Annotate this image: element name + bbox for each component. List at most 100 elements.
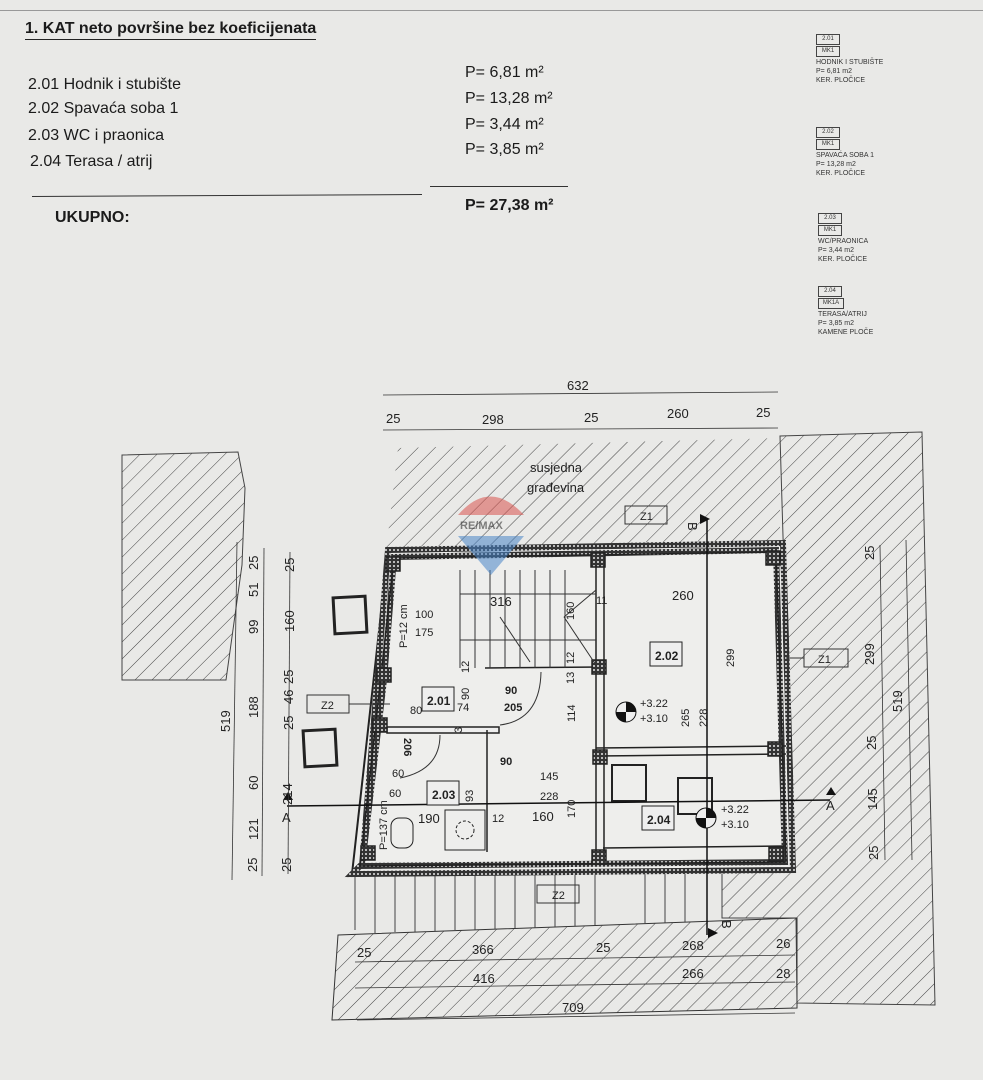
level-value: +3.22 [640,698,668,710]
dimension-lines [231,391,913,1021]
room-name: 2.04 Terasa / atrij [30,153,153,170]
dim-left: 51 [246,583,261,597]
hatch-bottom-strip [331,917,798,1021]
dim-left: 25 [281,716,296,730]
exterior-planter [301,727,339,769]
wall-tag: Z1 [640,511,653,523]
page-title: 1. KAT neto površine bez koeficijenata [25,20,317,40]
dim-interior: 160 [565,602,577,620]
dim-left: 25 [279,858,294,872]
dim-bottom: 416 [473,971,495,986]
dim-bottom: 25 [357,945,371,960]
level-value: +3.22 [721,804,749,816]
total-label: UKUPNO: [55,209,130,226]
dim-bottom: 268 [682,938,704,953]
interior-walls [360,550,787,865]
dim-right: 145 [865,788,880,810]
dim-interior: 60 [392,768,404,780]
room-name: 2.01 Hodnik i stubište [28,76,181,93]
section-lines [286,518,831,935]
wall-tag: Z1 [818,654,831,666]
dim-left: 188 [246,696,261,718]
dim-left: 25 [245,858,260,872]
room-name: 2.02 Spavaća soba 1 [28,100,179,117]
dim-interior: 93 [464,790,476,802]
dim-left: 99 [246,620,261,634]
dim-top: 25 [584,410,598,425]
dim-interior: 299 [725,649,737,667]
dim-interior: 12 [492,813,504,825]
dim-top: 632 [567,378,589,393]
dim-interior: 13 [565,672,577,684]
dim-left: 25 [281,670,296,684]
wall-tag: Z2 [552,890,565,902]
dim-interior: 316 [490,594,512,609]
dim-left: 121 [246,818,261,840]
dim-interior: 90 [460,688,472,700]
level-value: +3.10 [640,713,668,725]
dim-left: 25 [246,556,261,570]
watermark-text: RE/MAX [460,520,503,532]
dim-top: 25 [756,405,770,420]
building-inner-wall [359,551,787,867]
terrace-planter [611,764,647,802]
dim-left-mid: 25 51 99 188 60 121 25 [245,556,261,872]
dim-interior: 260 [672,588,694,603]
dim-interior: 80 [410,705,422,717]
hatch-top-neighbor [386,438,780,552]
dim-interior: 190 [418,811,440,826]
dim-left-inner: 25 160 25 46 25 214 25 [279,558,297,872]
dim-interior: 160 [532,809,554,824]
dim-interior: 170 [566,800,578,818]
wall-tags [306,505,849,904]
dim-right: 299 [862,643,877,665]
dim-interior: P=137 cm [378,800,390,850]
level-marker-icon [615,701,717,829]
legend-area: P= 13,28 m2 [816,161,856,168]
doors [399,671,542,779]
washing-machine-drum [455,820,475,840]
dim-interior: 74 [457,702,469,714]
toilet [390,817,414,849]
dim-top: 25 [386,411,400,426]
dim-bottom: 26 [776,936,790,951]
dim-interior: 145 [540,771,558,783]
total-area: P= 27,38 m² [465,197,554,214]
dim-interior: 12 [460,661,472,673]
legend-finish-code: MK1 [816,46,840,57]
legend-item: 2.04 MK1A TERASA/ATRIJ P= 3,85 m2 KAMENE… [818,286,873,337]
legend-name: HODNIK I STUBIŠTE [816,59,884,66]
section-mark-b: B [685,522,700,531]
legend-item: 2.01 MK1 HODNIK I STUBIŠTE P= 6,81 m2 KE… [816,34,883,85]
section-mark-a: A [826,798,835,813]
room-area: P= 13,28 m² [465,90,553,107]
staircase [459,570,597,668]
dim-top: 260 [667,406,689,421]
dim-interior: 205 [504,702,522,714]
dim-interior: 228 [698,709,710,727]
dim-interior: 11 [596,595,607,607]
page-top-rule [0,10,983,11]
hatch-left-neighbor [121,451,246,681]
legend-finish-code: MK1 [818,225,842,236]
dim-interior: 316 260 100 175 P=12 cm 90 205 80 74 90 … [378,588,737,850]
dim-left: 46 [281,690,296,704]
dim-interior: 206 [401,738,413,756]
dim-right: 25 [862,546,877,560]
legend-code: 2.02 [816,127,840,138]
room-area: P= 6,81 m² [465,64,544,81]
dim-left: 214 [280,783,295,805]
room-tags: 2.01 2.02 2.03 2.04 [421,641,683,831]
legend-finish: KER. PLOČICE [818,256,868,263]
legend-name: TERASA/ATRIJ [818,311,867,318]
dim-bottom: 266 [682,966,704,981]
room-area: P= 3,85 m² [465,141,544,158]
dim-interior: P=12 cm [398,604,410,648]
dim-interior: 60 [389,788,401,800]
terrace-planter [677,777,713,815]
legend-code: 2.04 [818,286,842,297]
legend-item: 2.02 MK1 SPAVAĆA SOBA 1 P= 13,28 m2 KER.… [816,127,874,178]
dim-bottom: 25 [596,940,610,955]
legend-name: SPAVAĆA SOBA 1 [816,152,874,159]
room-tag: 2.02 [655,649,679,663]
